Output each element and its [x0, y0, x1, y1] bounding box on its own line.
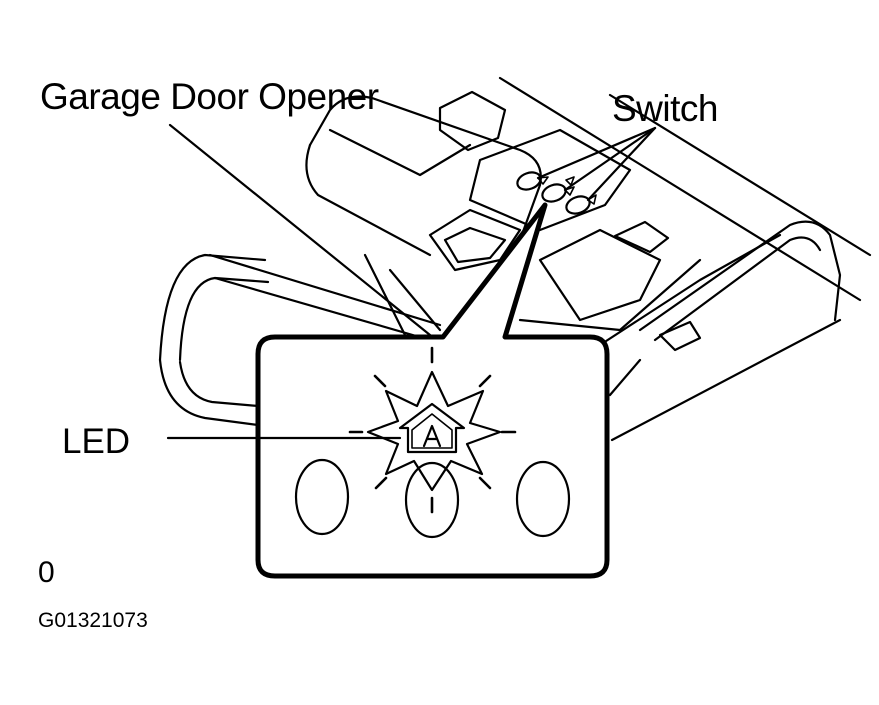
- magnified-switch-panel: [255, 202, 610, 579]
- switch-button-left: [294, 458, 350, 536]
- led-starburst: [366, 370, 502, 492]
- figure-code: G01321073: [38, 609, 148, 632]
- switch-label: Switch: [612, 88, 718, 129]
- switch-button-middle: [404, 461, 460, 539]
- switch-callout-lines: [536, 126, 657, 205]
- overhead-console-drawing: [158, 76, 872, 442]
- glow-rays: [348, 346, 517, 514]
- diagram-title: Garage Door Opener: [40, 76, 379, 117]
- house-arrow-icon: [398, 402, 466, 454]
- figure-mark: 0: [38, 556, 55, 589]
- switch-button-right: [515, 460, 571, 538]
- led-label: LED: [62, 422, 131, 461]
